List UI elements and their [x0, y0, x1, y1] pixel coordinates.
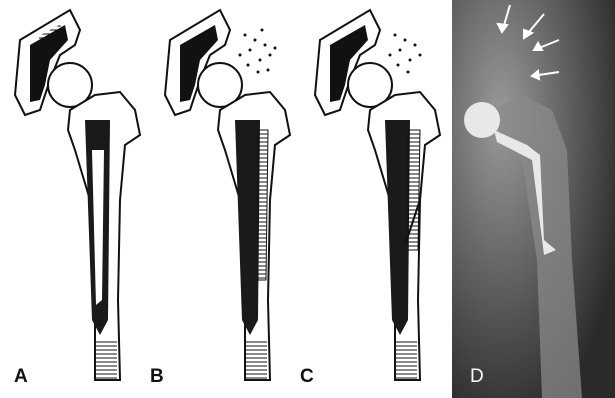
panel-d: D	[452, 0, 615, 398]
femoral-stem	[235, 120, 260, 335]
panel-label-d: D	[470, 366, 484, 388]
panel-label-c: C	[300, 366, 314, 388]
osteolysis-zone	[258, 130, 268, 280]
panel-c: C	[300, 0, 450, 398]
distal-canal	[95, 340, 117, 380]
implant-head	[464, 102, 500, 138]
debris-cloud	[239, 29, 277, 74]
diagram-b	[150, 0, 300, 398]
panel-label-a: A	[14, 366, 28, 388]
diagram-a	[0, 0, 150, 398]
diagram-c	[300, 0, 450, 398]
panel-b: B	[150, 0, 300, 398]
distal-canal	[245, 340, 267, 380]
panel-a: A	[0, 0, 150, 398]
femoral-stem	[385, 120, 410, 335]
radiograph	[452, 0, 615, 398]
distal-canal	[395, 340, 417, 380]
panel-label-b: B	[150, 366, 164, 388]
debris-cloud	[389, 34, 422, 74]
